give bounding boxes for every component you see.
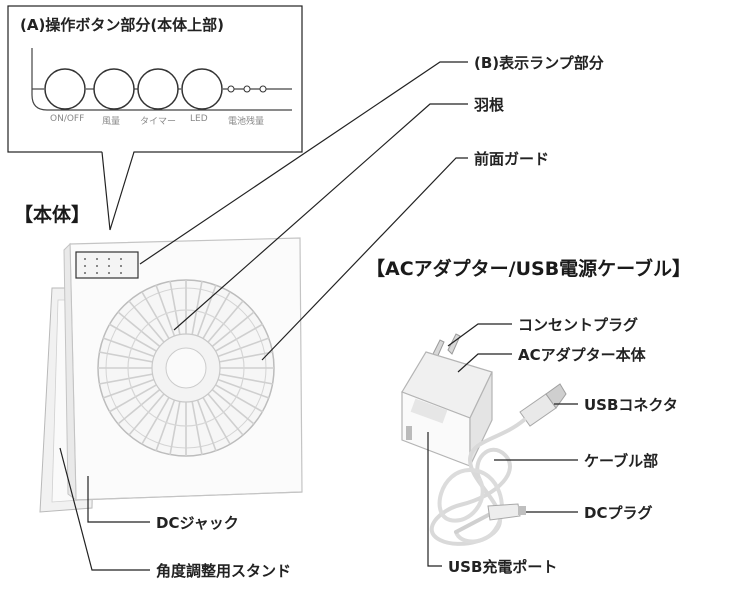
fan-body-illustration bbox=[39, 237, 303, 513]
blades-label: 羽根 bbox=[474, 96, 505, 114]
callout-title: (A)操作ボタン部分(本体上部) bbox=[20, 16, 225, 34]
battery-lamp-icon bbox=[259, 85, 267, 93]
onoff-button-label: ON/OFF bbox=[50, 114, 85, 124]
timer-button-label: タイマー bbox=[140, 117, 177, 127]
stand-label: 角度調整用スタンド bbox=[156, 562, 292, 580]
cable-label: ケーブル部 bbox=[584, 452, 659, 470]
leader-lines bbox=[59, 61, 578, 571]
battery-lamp-icon bbox=[227, 85, 235, 93]
led-button-label: LED bbox=[190, 114, 208, 124]
fan-speed-button-icon bbox=[93, 68, 135, 110]
timer-button-icon bbox=[137, 68, 179, 110]
led-button-icon bbox=[181, 68, 223, 110]
plug-label: コンセントプラグ bbox=[518, 316, 639, 334]
button-callout bbox=[7, 5, 303, 231]
usb-port-label: USB充電ポート bbox=[448, 558, 558, 576]
front-guard-label: 前面ガード bbox=[474, 150, 550, 168]
dc-jack-label: DCジャック bbox=[156, 514, 239, 532]
battery-level-label: 電池残量 bbox=[228, 117, 265, 127]
main-unit-heading: 【本体】 bbox=[14, 204, 91, 226]
adapter-heading: 【ACアダプター/USB電源ケーブル】 bbox=[366, 258, 692, 280]
adapter-body-label: ACアダプター本体 bbox=[518, 346, 646, 364]
fan-speed-button-label: 風量 bbox=[102, 117, 121, 127]
usb-connector-label: USBコネクタ bbox=[584, 396, 678, 414]
battery-lamp-icon bbox=[243, 85, 251, 93]
display-lamp-label: (B)表示ランプ部分 bbox=[474, 54, 604, 72]
onoff-button-icon bbox=[44, 68, 86, 110]
dc-plug-label: DCプラグ bbox=[584, 504, 653, 522]
